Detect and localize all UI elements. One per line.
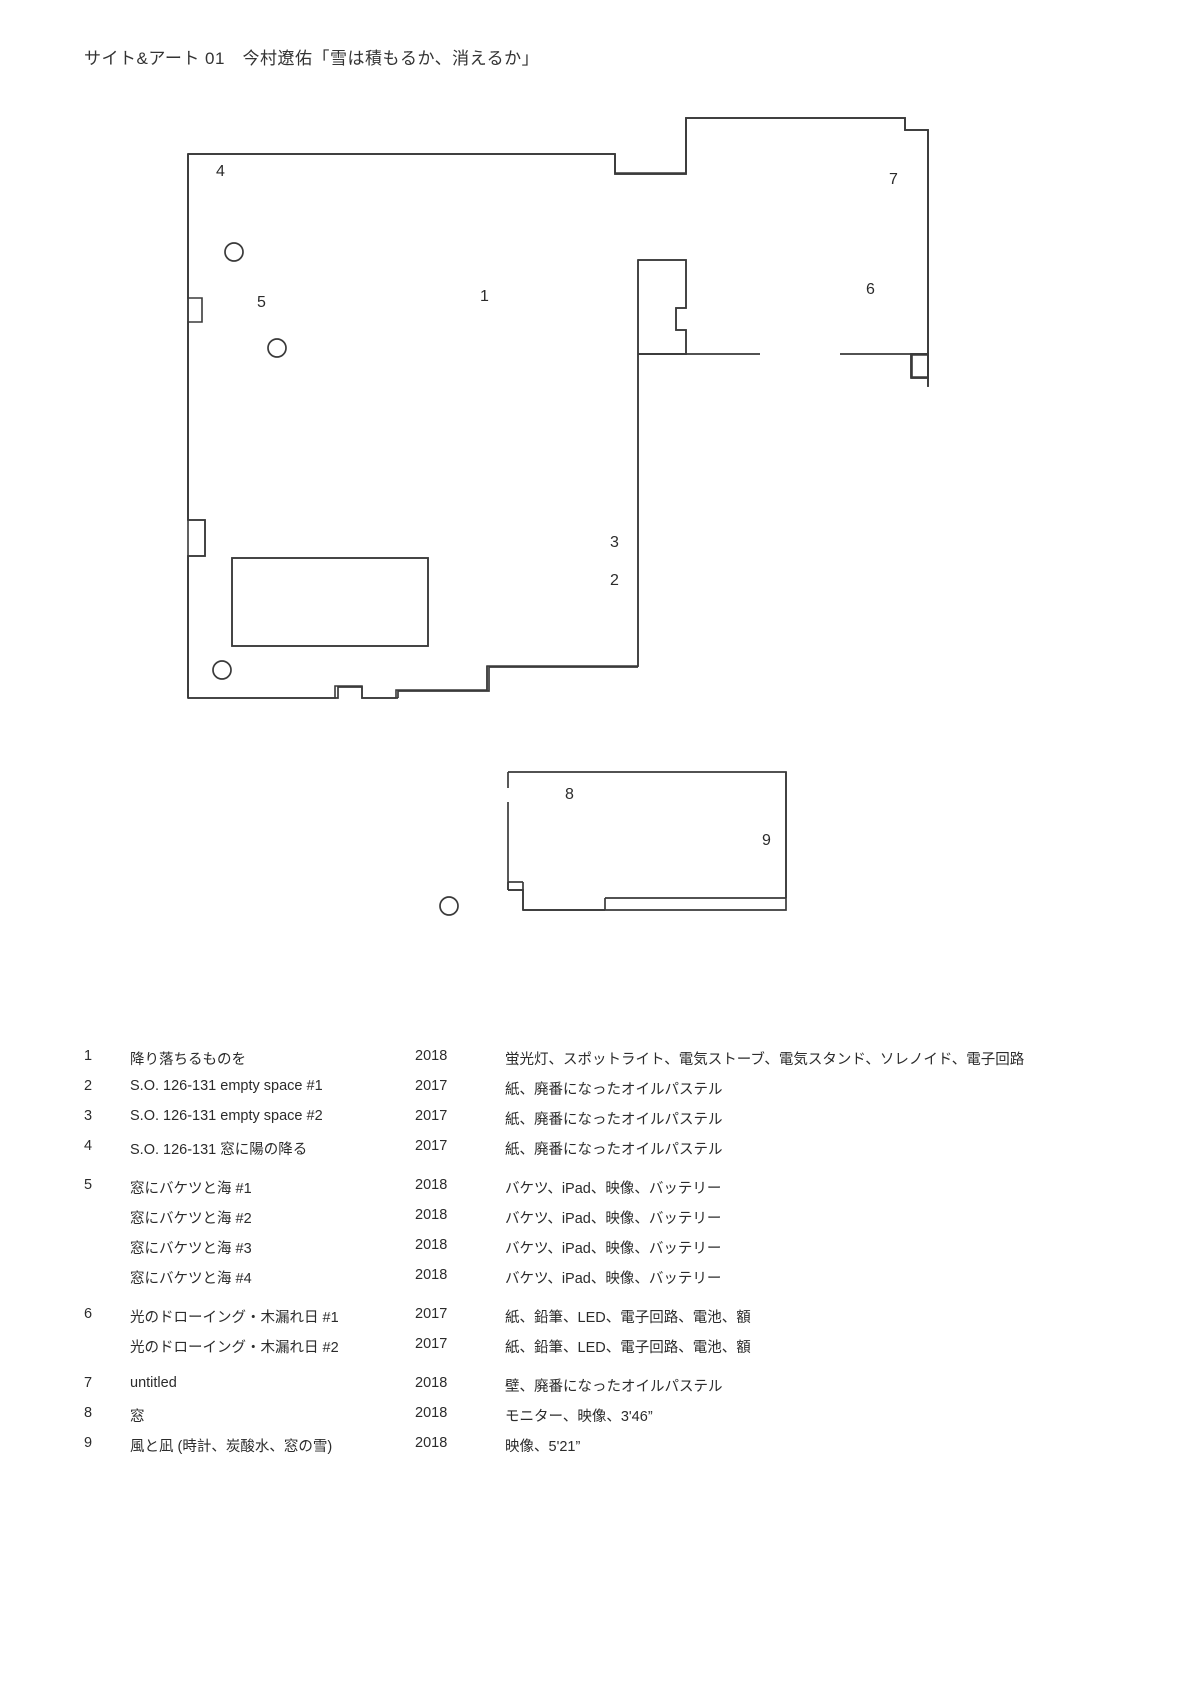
- work-number: 7: [84, 1375, 93, 1391]
- plan-walls-final: [187, 117, 929, 699]
- work-number: 4: [84, 1138, 93, 1154]
- circle-marker-1: [224, 242, 244, 262]
- work-year: 2017: [415, 1138, 448, 1154]
- room-label-4: 4: [216, 163, 225, 180]
- work-title: 光のドローイング・木漏れ日 #2: [130, 1340, 339, 1356]
- work-year: 2017: [415, 1108, 448, 1124]
- work-materials: 紙、鉛筆、LED、電子回路、電池、額: [505, 1310, 751, 1326]
- work-materials: 紙、鉛筆、LED、電子回路、電池、額: [505, 1340, 751, 1356]
- work-materials: バケツ、iPad、映像、バッテリー: [505, 1181, 722, 1197]
- circle-marker-2: [267, 338, 287, 358]
- floor-plan: 4 7 5 1 6 3 2 8 9: [0, 90, 1199, 950]
- inner-rectangle: [231, 557, 429, 647]
- work-row: 窓にバケツと海 #3 2018 バケツ、iPad、映像、バッテリー: [0, 1237, 1199, 1267]
- work-row: 2 S.O. 126-131 empty space #1 2017 紙、廃番に…: [0, 1078, 1199, 1108]
- work-number: 5: [84, 1177, 93, 1193]
- floor-plan-drawing: [187, 117, 929, 916]
- page-title: サイト&アート 01 今村遼佑「雪は積もるか、消えるか」: [84, 49, 540, 68]
- work-materials: 蛍光灯、スポットライト、電気ストーブ、電気スタンド、ソレノイド、電子回路: [505, 1052, 1025, 1068]
- work-row: 光のドローイング・木漏れ日 #2 2017 紙、鉛筆、LED、電子回路、電池、額: [0, 1336, 1199, 1366]
- upper-right-south-walls: [638, 353, 686, 355]
- lower-gallery-outline: [507, 771, 787, 911]
- room-label-5: 5: [257, 294, 266, 311]
- work-title: 窓にバケツと海 #4: [130, 1271, 252, 1287]
- work-materials: 映像、5'21”: [505, 1439, 581, 1455]
- work-materials: 紙、廃番になったオイルパステル: [505, 1112, 723, 1128]
- work-number: 2: [84, 1078, 93, 1094]
- room-label-1: 1: [480, 288, 489, 305]
- work-year: 2017: [415, 1078, 448, 1094]
- work-number: 3: [84, 1108, 93, 1124]
- room-label-6: 6: [866, 281, 875, 298]
- work-number: 9: [84, 1435, 93, 1451]
- work-year: 2018: [415, 1177, 448, 1193]
- work-year: 2018: [415, 1237, 448, 1253]
- work-title: S.O. 126-131 empty space #2: [130, 1108, 323, 1124]
- room-label-8: 8: [565, 786, 574, 803]
- work-title: S.O. 126-131 empty space #1: [130, 1078, 323, 1094]
- room-label-3: 3: [610, 534, 619, 551]
- work-year: 2018: [415, 1207, 448, 1223]
- work-title: 窓にバケツと海 #2: [130, 1211, 252, 1227]
- room-label-9: 9: [762, 832, 771, 849]
- work-title: 窓: [130, 1409, 145, 1425]
- work-row: 1 降り落ちるものを 2018 蛍光灯、スポットライト、電気ストーブ、電気スタン…: [0, 1048, 1199, 1078]
- works-list: 1 降り落ちるものを 2018 蛍光灯、スポットライト、電気ストーブ、電気スタン…: [0, 1048, 1199, 1465]
- room-label-7: 7: [889, 171, 898, 188]
- work-row: 7 untitled 2018 壁、廃番になったオイルパステル: [0, 1375, 1199, 1405]
- work-year: 2018: [415, 1405, 448, 1421]
- work-row: 5 窓にバケツと海 #1 2018 バケツ、iPad、映像、バッテリー: [0, 1177, 1199, 1207]
- work-row: 4 S.O. 126-131 窓に陽の降る 2017 紙、廃番になったオイルパス…: [0, 1138, 1199, 1168]
- work-title: 窓にバケツと海 #1: [130, 1181, 252, 1197]
- work-title: 降り落ちるものを: [130, 1052, 246, 1068]
- main-gallery-outline: [187, 117, 929, 699]
- work-year: 2018: [415, 1267, 448, 1283]
- work-number: 6: [84, 1306, 93, 1322]
- work-row: 8 窓 2018 モニター、映像、3'46”: [0, 1405, 1199, 1435]
- work-materials: 紙、廃番になったオイルパステル: [505, 1082, 723, 1098]
- work-year: 2018: [415, 1375, 448, 1391]
- work-year: 2018: [415, 1435, 448, 1451]
- work-title: untitled: [130, 1375, 177, 1391]
- work-title: 風と凪 (時計、炭酸水、窓の雪): [130, 1439, 333, 1455]
- work-number: 8: [84, 1405, 93, 1421]
- work-year: 2018: [415, 1048, 448, 1064]
- lower-gallery-step: [508, 772, 787, 911]
- work-materials: バケツ、iPad、映像、バッテリー: [505, 1211, 722, 1227]
- work-row: 9 風と凪 (時計、炭酸水、窓の雪) 2018 映像、5'21”: [0, 1435, 1199, 1465]
- work-title: S.O. 126-131 窓に陽の降る: [130, 1142, 308, 1158]
- circle-marker-4: [439, 896, 459, 916]
- work-year: 2017: [415, 1306, 448, 1322]
- marker-group: [212, 242, 459, 916]
- work-row: 窓にバケツと海 #4 2018 バケツ、iPad、映像、バッテリー: [0, 1267, 1199, 1297]
- work-row: 3 S.O. 126-131 empty space #2 2017 紙、廃番に…: [0, 1108, 1199, 1138]
- work-title: 光のドローイング・木漏れ日 #1: [130, 1310, 339, 1326]
- room-label-2: 2: [610, 572, 619, 589]
- work-title: 窓にバケツと海 #3: [130, 1241, 252, 1257]
- work-materials: 紙、廃番になったオイルパステル: [505, 1142, 723, 1158]
- work-row: 窓にバケツと海 #2 2018 バケツ、iPad、映像、バッテリー: [0, 1207, 1199, 1237]
- work-number: 1: [84, 1048, 93, 1064]
- circle-marker-3: [212, 660, 232, 680]
- work-materials: バケツ、iPad、映像、バッテリー: [505, 1271, 722, 1287]
- work-materials: バケツ、iPad、映像、バッテリー: [505, 1241, 722, 1257]
- work-materials: 壁、廃番になったオイルパステル: [505, 1379, 723, 1395]
- work-year: 2017: [415, 1336, 448, 1352]
- work-row: 6 光のドローイング・木漏れ日 #1 2017 紙、鉛筆、LED、電子回路、電池…: [0, 1306, 1199, 1336]
- plan-walls: [187, 117, 929, 699]
- work-materials: モニター、映像、3'46”: [505, 1409, 653, 1425]
